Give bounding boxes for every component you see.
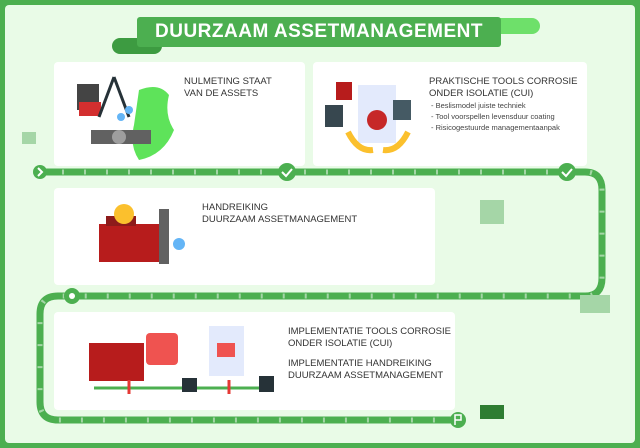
toolbox-illustration-icon — [99, 204, 185, 264]
card-title-line: VAN DE ASSETS — [184, 88, 259, 99]
card-title-line: ONDER ISOLATIE (CUI) — [288, 338, 393, 349]
bullet-item: - Beslismodel juiste techniek — [431, 101, 526, 110]
card-title-line: IMPLEMENTATIE HANDREIKING — [288, 358, 432, 369]
implementation-illustration-icon — [89, 326, 274, 394]
card-title-line: ONDER ISOLATIE (CUI) — [429, 88, 534, 99]
bullet-item: - Tool voorspellen levensduur coating — [431, 112, 555, 121]
cui-tools-illustration-icon — [325, 82, 411, 154]
bullet-item: - Risicogestuurde managementaanpak — [431, 123, 560, 132]
page-title: DUURZAAM ASSETMANAGEMENT — [137, 17, 501, 47]
card-handreiking: HANDREIKING DUURZAAM ASSETMANAGEMENT — [54, 188, 435, 285]
card-title-line: HANDREIKING — [202, 202, 268, 213]
card-title-line: DUURZAAM ASSETMANAGEMENT — [202, 214, 358, 225]
card-title-line: NULMETING STAAT — [184, 76, 272, 87]
card-implementatie: IMPLEMENTATIE TOOLS CORROSIE ONDER ISOLA… — [54, 312, 455, 410]
card-praktische-tools: PRAKTISCHE TOOLS CORROSIE ONDER ISOLATIE… — [313, 62, 587, 166]
card-nulmeting: NULMETING STAAT VAN DE ASSETS — [54, 62, 305, 166]
assets-illustration-icon — [77, 76, 174, 160]
card-title-line: DUURZAAM ASSETMANAGEMENT — [288, 370, 444, 381]
card-title-line: IMPLEMENTATIE TOOLS CORROSIE — [288, 326, 451, 337]
cloud-decoration — [490, 18, 540, 34]
card-title-line: PRAKTISCHE TOOLS CORROSIE — [429, 76, 578, 87]
